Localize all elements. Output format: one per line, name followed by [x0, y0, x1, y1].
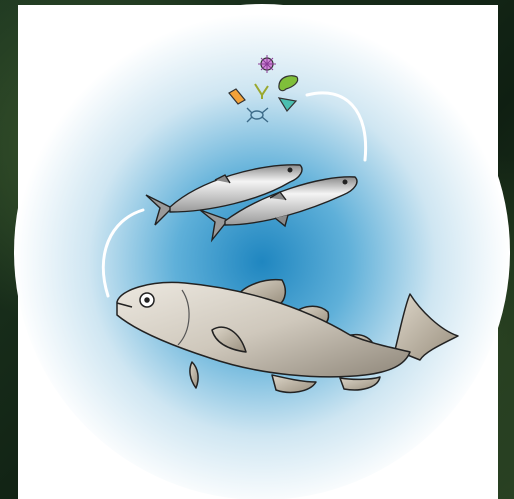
water-glow: [14, 4, 510, 499]
